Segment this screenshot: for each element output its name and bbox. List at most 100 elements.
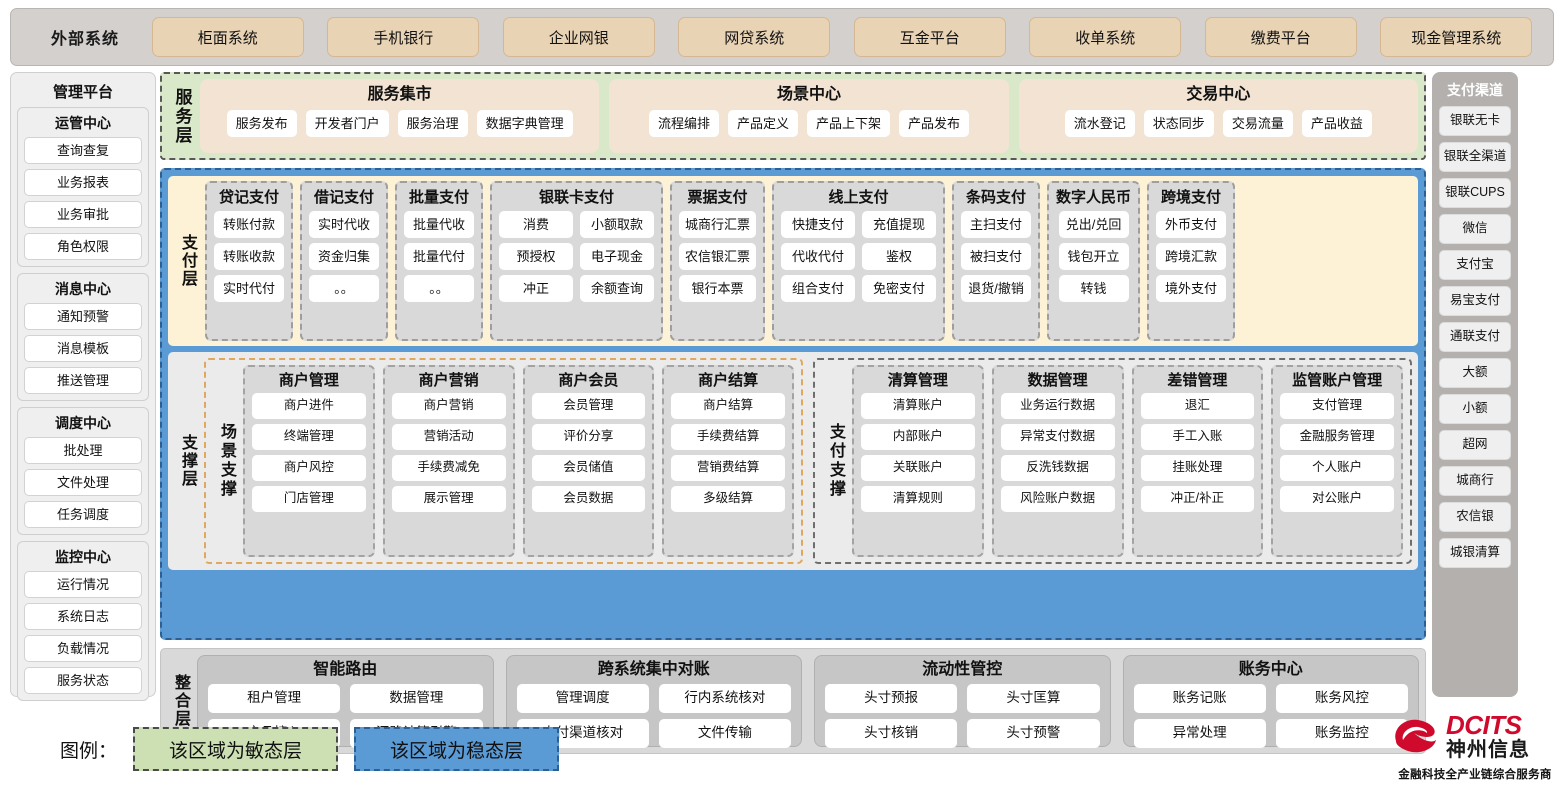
support-item[interactable]: 展示管理 — [391, 486, 506, 512]
payment-item[interactable]: 农信银汇票 — [679, 243, 757, 270]
support-item[interactable]: 个人账户 — [1280, 455, 1394, 481]
integration-item[interactable]: 行内系统核对 — [658, 684, 791, 713]
support-item[interactable]: 终端管理 — [252, 424, 366, 450]
payment-item[interactable]: 预授权 — [499, 243, 573, 270]
management-item[interactable]: 消息模板 — [24, 335, 142, 362]
service-item[interactable]: 开发者门户 — [305, 110, 389, 137]
management-item[interactable]: 业务报表 — [24, 169, 142, 196]
management-item[interactable]: 推送管理 — [24, 367, 142, 394]
support-item[interactable]: 商户风控 — [252, 455, 366, 481]
integration-item[interactable]: 数据管理 — [350, 684, 483, 713]
payment-item[interactable]: 批量代收 — [404, 211, 474, 238]
payment-item[interactable]: 组合支付 — [781, 275, 856, 302]
integration-item[interactable]: 账务风控 — [1275, 684, 1408, 713]
support-item[interactable]: 营销活动 — [391, 424, 506, 450]
payment-channel-item[interactable]: 银联全渠道 — [1439, 142, 1511, 172]
external-system-chip[interactable]: 缴费平台 — [1204, 17, 1357, 57]
payment-channel-item[interactable]: 通联支付 — [1439, 322, 1511, 352]
support-item[interactable]: 对公账户 — [1280, 486, 1394, 512]
support-item[interactable]: 内部账户 — [861, 424, 975, 450]
integration-item[interactable]: 异常处理 — [1133, 719, 1266, 748]
support-item[interactable]: 反洗钱数据 — [1000, 455, 1115, 481]
support-item[interactable]: 商户结算 — [671, 393, 785, 419]
support-item[interactable]: 手续费结算 — [671, 424, 785, 450]
integration-item[interactable]: 头寸匡算 — [967, 684, 1100, 713]
service-item[interactable]: 服务发布 — [226, 110, 297, 137]
payment-channel-item[interactable]: 银联无卡 — [1439, 106, 1511, 136]
support-item[interactable]: 商户进件 — [252, 393, 366, 419]
payment-channel-item[interactable]: 易宝支付 — [1439, 286, 1511, 316]
integration-item[interactable]: 租户管理 — [208, 684, 341, 713]
service-item[interactable]: 流程编排 — [648, 110, 719, 137]
payment-item[interactable]: 余额查询 — [580, 275, 654, 302]
integration-item[interactable]: 管理调度 — [516, 684, 649, 713]
management-item[interactable]: 系统日志 — [24, 603, 142, 630]
payment-channel-item[interactable]: 大额 — [1439, 358, 1511, 388]
service-item[interactable]: 数据字典管理 — [476, 110, 573, 137]
payment-item[interactable]: 被扫支付 — [961, 243, 1032, 270]
service-item[interactable]: 产品定义 — [727, 110, 798, 137]
payment-item[interactable]: 转账收款 — [214, 243, 284, 270]
support-item[interactable]: 多级结算 — [671, 486, 785, 512]
external-system-chip[interactable]: 手机银行 — [327, 17, 480, 57]
support-item[interactable]: 门店管理 — [252, 486, 366, 512]
support-item[interactable]: 会员数据 — [531, 486, 646, 512]
support-item[interactable]: 清算规则 — [861, 486, 975, 512]
management-item[interactable]: 文件处理 — [24, 469, 142, 496]
external-system-chip[interactable]: 互金平台 — [853, 17, 1006, 57]
support-item[interactable]: 退汇 — [1140, 393, 1255, 419]
payment-channel-item[interactable]: 农信银 — [1439, 502, 1511, 532]
external-system-chip[interactable]: 收单系统 — [1029, 17, 1182, 57]
payment-item[interactable]: 外币支付 — [1156, 211, 1227, 238]
payment-item[interactable]: 转账付款 — [214, 211, 284, 238]
management-item[interactable]: 负载情况 — [24, 635, 142, 662]
support-item[interactable]: 清算账户 — [861, 393, 975, 419]
integration-item[interactable]: 头寸核销 — [825, 719, 958, 748]
service-item[interactable]: 交易流量 — [1222, 110, 1293, 137]
payment-item[interactable]: 。。 — [309, 275, 379, 302]
management-item[interactable]: 角色权限 — [24, 233, 142, 260]
payment-item[interactable]: 快捷支付 — [781, 211, 856, 238]
support-item[interactable]: 会员储值 — [531, 455, 646, 481]
payment-item[interactable]: 冲正 — [499, 275, 573, 302]
payment-item[interactable]: 钱包开立 — [1058, 243, 1129, 270]
integration-item[interactable]: 文件传输 — [658, 719, 791, 748]
external-system-chip[interactable]: 柜面系统 — [151, 17, 304, 57]
payment-item[interactable]: 兑出/兑回 — [1058, 211, 1129, 238]
support-item[interactable]: 手续费减免 — [391, 455, 506, 481]
support-item[interactable]: 冲正/补正 — [1140, 486, 1255, 512]
payment-item[interactable]: 小额取款 — [580, 211, 654, 238]
service-item[interactable]: 产品收益 — [1301, 110, 1372, 137]
integration-item[interactable]: 账务监控 — [1275, 719, 1408, 748]
integration-item[interactable]: 账务记账 — [1133, 684, 1266, 713]
support-item[interactable]: 异常支付数据 — [1000, 424, 1115, 450]
external-system-chip[interactable]: 企业网银 — [502, 17, 655, 57]
payment-item[interactable]: 实时代收 — [309, 211, 379, 238]
payment-item[interactable]: 银行本票 — [679, 275, 757, 302]
payment-item[interactable]: 境外支付 — [1156, 275, 1227, 302]
payment-channel-item[interactable]: 微信 — [1439, 214, 1511, 244]
management-item[interactable]: 业务审批 — [24, 201, 142, 228]
support-item[interactable]: 手工入账 — [1140, 424, 1255, 450]
payment-channel-item[interactable]: 支付宝 — [1439, 250, 1511, 280]
payment-channel-item[interactable]: 城商行 — [1439, 466, 1511, 496]
support-item[interactable]: 商户营销 — [391, 393, 506, 419]
support-item[interactable]: 挂账处理 — [1140, 455, 1255, 481]
support-item[interactable]: 金融服务管理 — [1280, 424, 1394, 450]
integration-item[interactable]: 头寸预报 — [825, 684, 958, 713]
management-item[interactable]: 任务调度 — [24, 501, 142, 528]
management-item[interactable]: 批处理 — [24, 437, 142, 464]
support-item[interactable]: 风险账户数据 — [1000, 486, 1115, 512]
integration-item[interactable]: 头寸预警 — [967, 719, 1100, 748]
payment-item[interactable]: 代收代付 — [781, 243, 856, 270]
payment-item[interactable]: 免密支付 — [862, 275, 937, 302]
service-item[interactable]: 服务治理 — [397, 110, 468, 137]
payment-channel-item[interactable]: 城银清算 — [1439, 538, 1511, 568]
payment-item[interactable]: 转钱 — [1058, 275, 1129, 302]
payment-item[interactable]: 鉴权 — [862, 243, 937, 270]
management-item[interactable]: 通知预警 — [24, 303, 142, 330]
payment-channel-item[interactable]: 小额 — [1439, 394, 1511, 424]
payment-item[interactable]: 退货/撤销 — [961, 275, 1032, 302]
payment-item[interactable]: 批量代付 — [404, 243, 474, 270]
external-system-chip[interactable]: 现金管理系统 — [1380, 17, 1533, 57]
